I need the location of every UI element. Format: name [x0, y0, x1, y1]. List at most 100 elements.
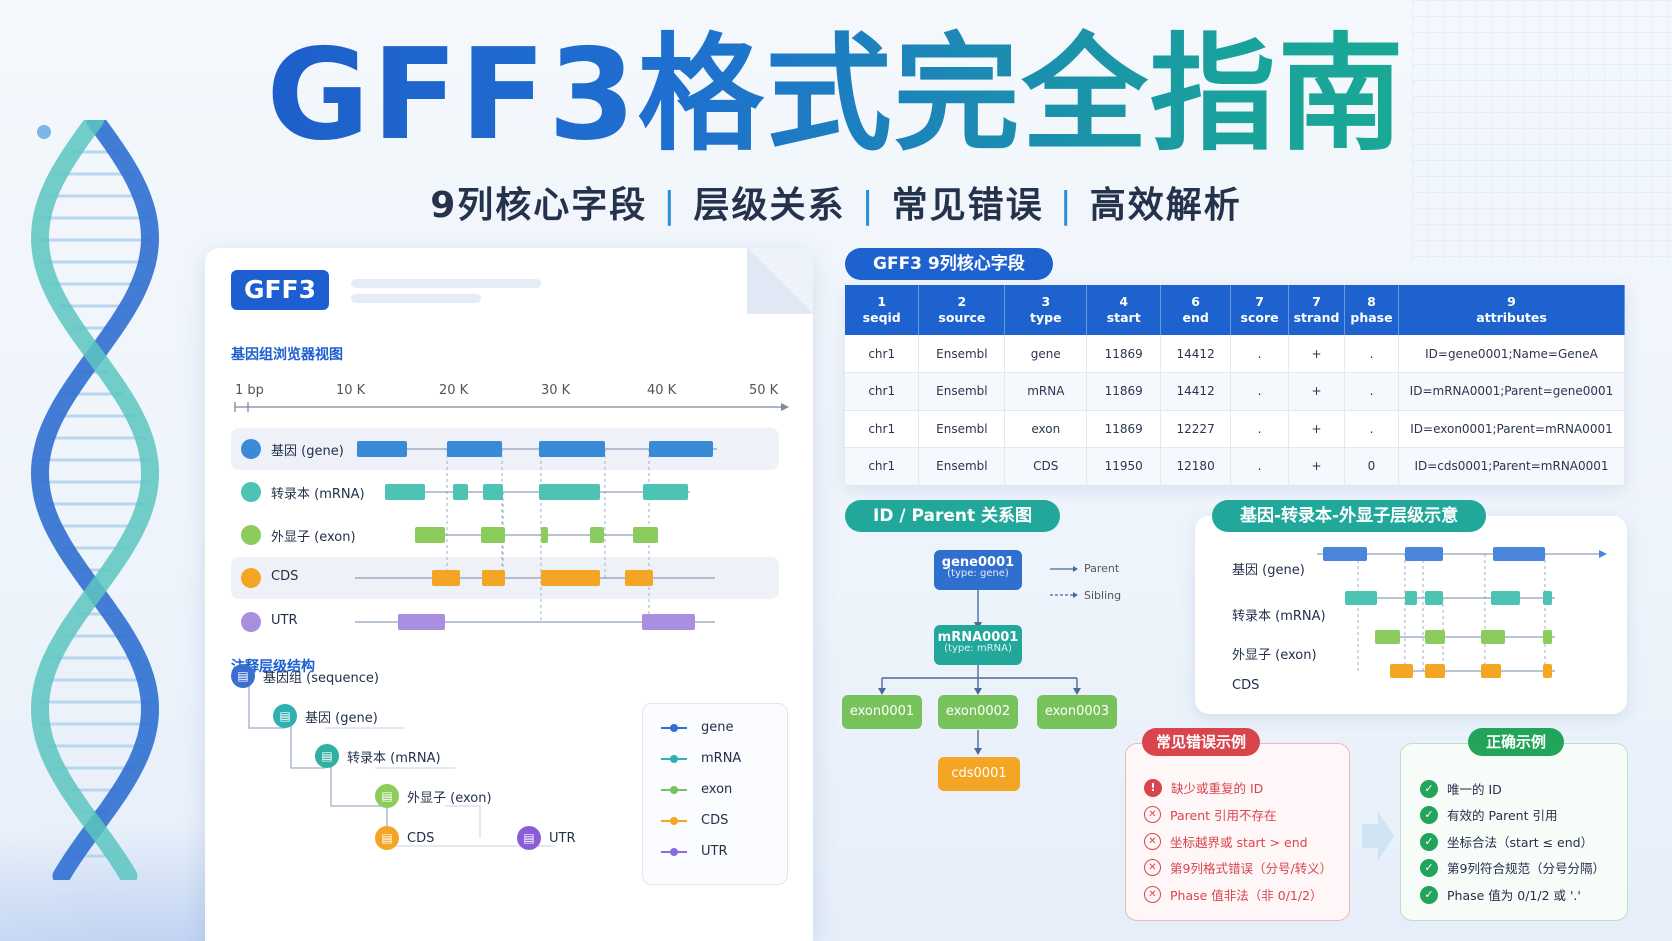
legend-item-gene: gene	[661, 720, 734, 735]
table-cell: chr1	[845, 335, 920, 373]
header-number: 3	[1041, 294, 1051, 309]
header-name: end	[1182, 310, 1209, 325]
hier-label-exon: 外显子 (exon)	[1232, 648, 1317, 663]
track-label: 外显子 (exon)	[271, 530, 356, 545]
correct-item: ✓有效的 Parent 引用	[1420, 805, 1557, 824]
hier-label-cds: CDS	[1232, 678, 1260, 693]
correct-item: ✓Phase 值为 0/1/2 或 '.'	[1420, 885, 1581, 904]
table-cell: .	[1230, 410, 1290, 448]
table-cell: chr1	[845, 372, 920, 411]
legend-label: UTR	[701, 844, 728, 859]
table-cell: +	[1288, 372, 1346, 411]
legend-item-exon: exon	[661, 782, 732, 797]
feature-block	[625, 570, 653, 586]
correct-text: 第9列符合规范（分号分隔）	[1447, 861, 1605, 876]
feature-block	[1345, 591, 1377, 605]
correct-text: Phase 值为 0/1/2 或 '.'	[1447, 888, 1581, 903]
axis-line	[234, 402, 789, 412]
track-row-mrna: 转录本 (mRNA)	[231, 471, 779, 513]
gff3-badge: GFF3	[231, 270, 329, 310]
tree-node-label: 基因 (gene)	[305, 710, 378, 726]
subtitle-separator: |	[1059, 185, 1074, 226]
document-card: GFF3 基因组浏览器视图 1 bp 10 K 20 K 30 K 40 K 5…	[205, 248, 813, 941]
exon-dot-icon	[241, 525, 261, 545]
feature-legend: gene mRNA exon CDS UTR	[642, 703, 788, 885]
correct-text: 有效的 Parent 引用	[1447, 808, 1558, 823]
track-row-utr: UTR	[231, 601, 779, 643]
axis-tick-label: 10 K	[336, 383, 366, 398]
feature-block	[1390, 664, 1413, 678]
legend-line-icon	[661, 847, 687, 856]
tree-node-label: 基因组 (sequence)	[263, 670, 379, 686]
header-number: 7	[1255, 294, 1264, 309]
table-cell: 14412	[1160, 372, 1232, 411]
table-cell: Ensembl	[918, 372, 1006, 411]
error-item: ✕坐标越界或 start > end	[1144, 832, 1308, 851]
gene0001-node: gene0001 (type: gene)	[934, 550, 1022, 590]
table-cell: .	[1230, 447, 1290, 486]
feature-block	[590, 527, 604, 543]
feature-block	[447, 441, 502, 457]
legend-line-icon	[661, 785, 687, 794]
feature-block	[1543, 591, 1552, 605]
cds-dot-icon	[241, 568, 261, 588]
subtitle-item: 9列核心字段	[430, 185, 648, 226]
feature-block	[1481, 664, 1501, 678]
hier-label-mrna: 转录本 (mRNA)	[1232, 609, 1326, 624]
exon0001-node: exon0001	[842, 695, 922, 729]
legend-item-cds: CDS	[661, 813, 728, 828]
error-text: 缺少或重复的 ID	[1171, 781, 1264, 796]
tree-node-utr: ▤ UTR	[517, 826, 576, 850]
placeholder-line	[351, 279, 541, 288]
mrna-dot-icon	[241, 482, 261, 502]
cross-icon: ✕	[1144, 886, 1161, 903]
bubble-icon	[37, 125, 51, 139]
feature-block	[1543, 664, 1552, 678]
hierarchy-connectors	[248, 686, 555, 847]
table-cell: Ensembl	[918, 335, 1006, 373]
track-label: UTR	[271, 613, 298, 628]
feature-block	[541, 527, 548, 543]
node-type: (type: mRNA)	[944, 643, 1012, 654]
exon0003-node: exon0003	[1037, 695, 1117, 729]
legend-line-icon	[661, 754, 687, 763]
subtitle-separator: |	[663, 185, 678, 226]
axis-tick-label: 1 bp	[235, 383, 264, 398]
feature-block	[1405, 591, 1417, 605]
sequence-node-icon: ▤	[231, 664, 255, 688]
exon0002-node: exon0002	[938, 695, 1018, 729]
tree-node-label: UTR	[549, 830, 576, 846]
feature-block	[398, 614, 445, 630]
error-text: Phase 值非法（非 0/1/2）	[1170, 888, 1323, 903]
arrow-head-icon	[1599, 550, 1607, 558]
legend-sibling: Sibling	[1084, 589, 1122, 602]
legend-label: mRNA	[701, 751, 742, 766]
subtitle-item: 层级关系	[693, 185, 846, 226]
feature-block	[483, 484, 503, 500]
arrow-right-icon	[1362, 812, 1394, 860]
gene-node-icon: ▤	[273, 704, 297, 728]
header-number: 4	[1119, 294, 1129, 309]
feature-block	[633, 527, 658, 543]
error-item: ✕第9列格式错误（分号/转义）	[1144, 858, 1332, 877]
table-cell: 12180	[1160, 447, 1232, 486]
table-cell: 0	[1344, 447, 1399, 486]
correct-item: ✓第9列符合规范（分号分隔）	[1420, 858, 1605, 877]
legend-line-icon	[661, 816, 687, 825]
feature-block	[415, 527, 445, 543]
id-parent-connectors	[878, 566, 1081, 755]
correct-title: 正确示例	[1468, 728, 1565, 756]
node-type: (type: gene)	[947, 568, 1009, 579]
placeholder-line	[351, 294, 481, 303]
page-title: GFF3格式完全指南	[0, 20, 1672, 170]
feature-block	[1323, 547, 1367, 561]
header-name: strand	[1293, 310, 1340, 325]
browser-view-title: 基因组浏览器视图	[231, 347, 343, 363]
feature-block	[1425, 591, 1443, 605]
dna-helix-icon	[30, 120, 160, 880]
header-name: attributes	[1476, 310, 1547, 325]
node-name: mRNA0001	[937, 630, 1019, 645]
